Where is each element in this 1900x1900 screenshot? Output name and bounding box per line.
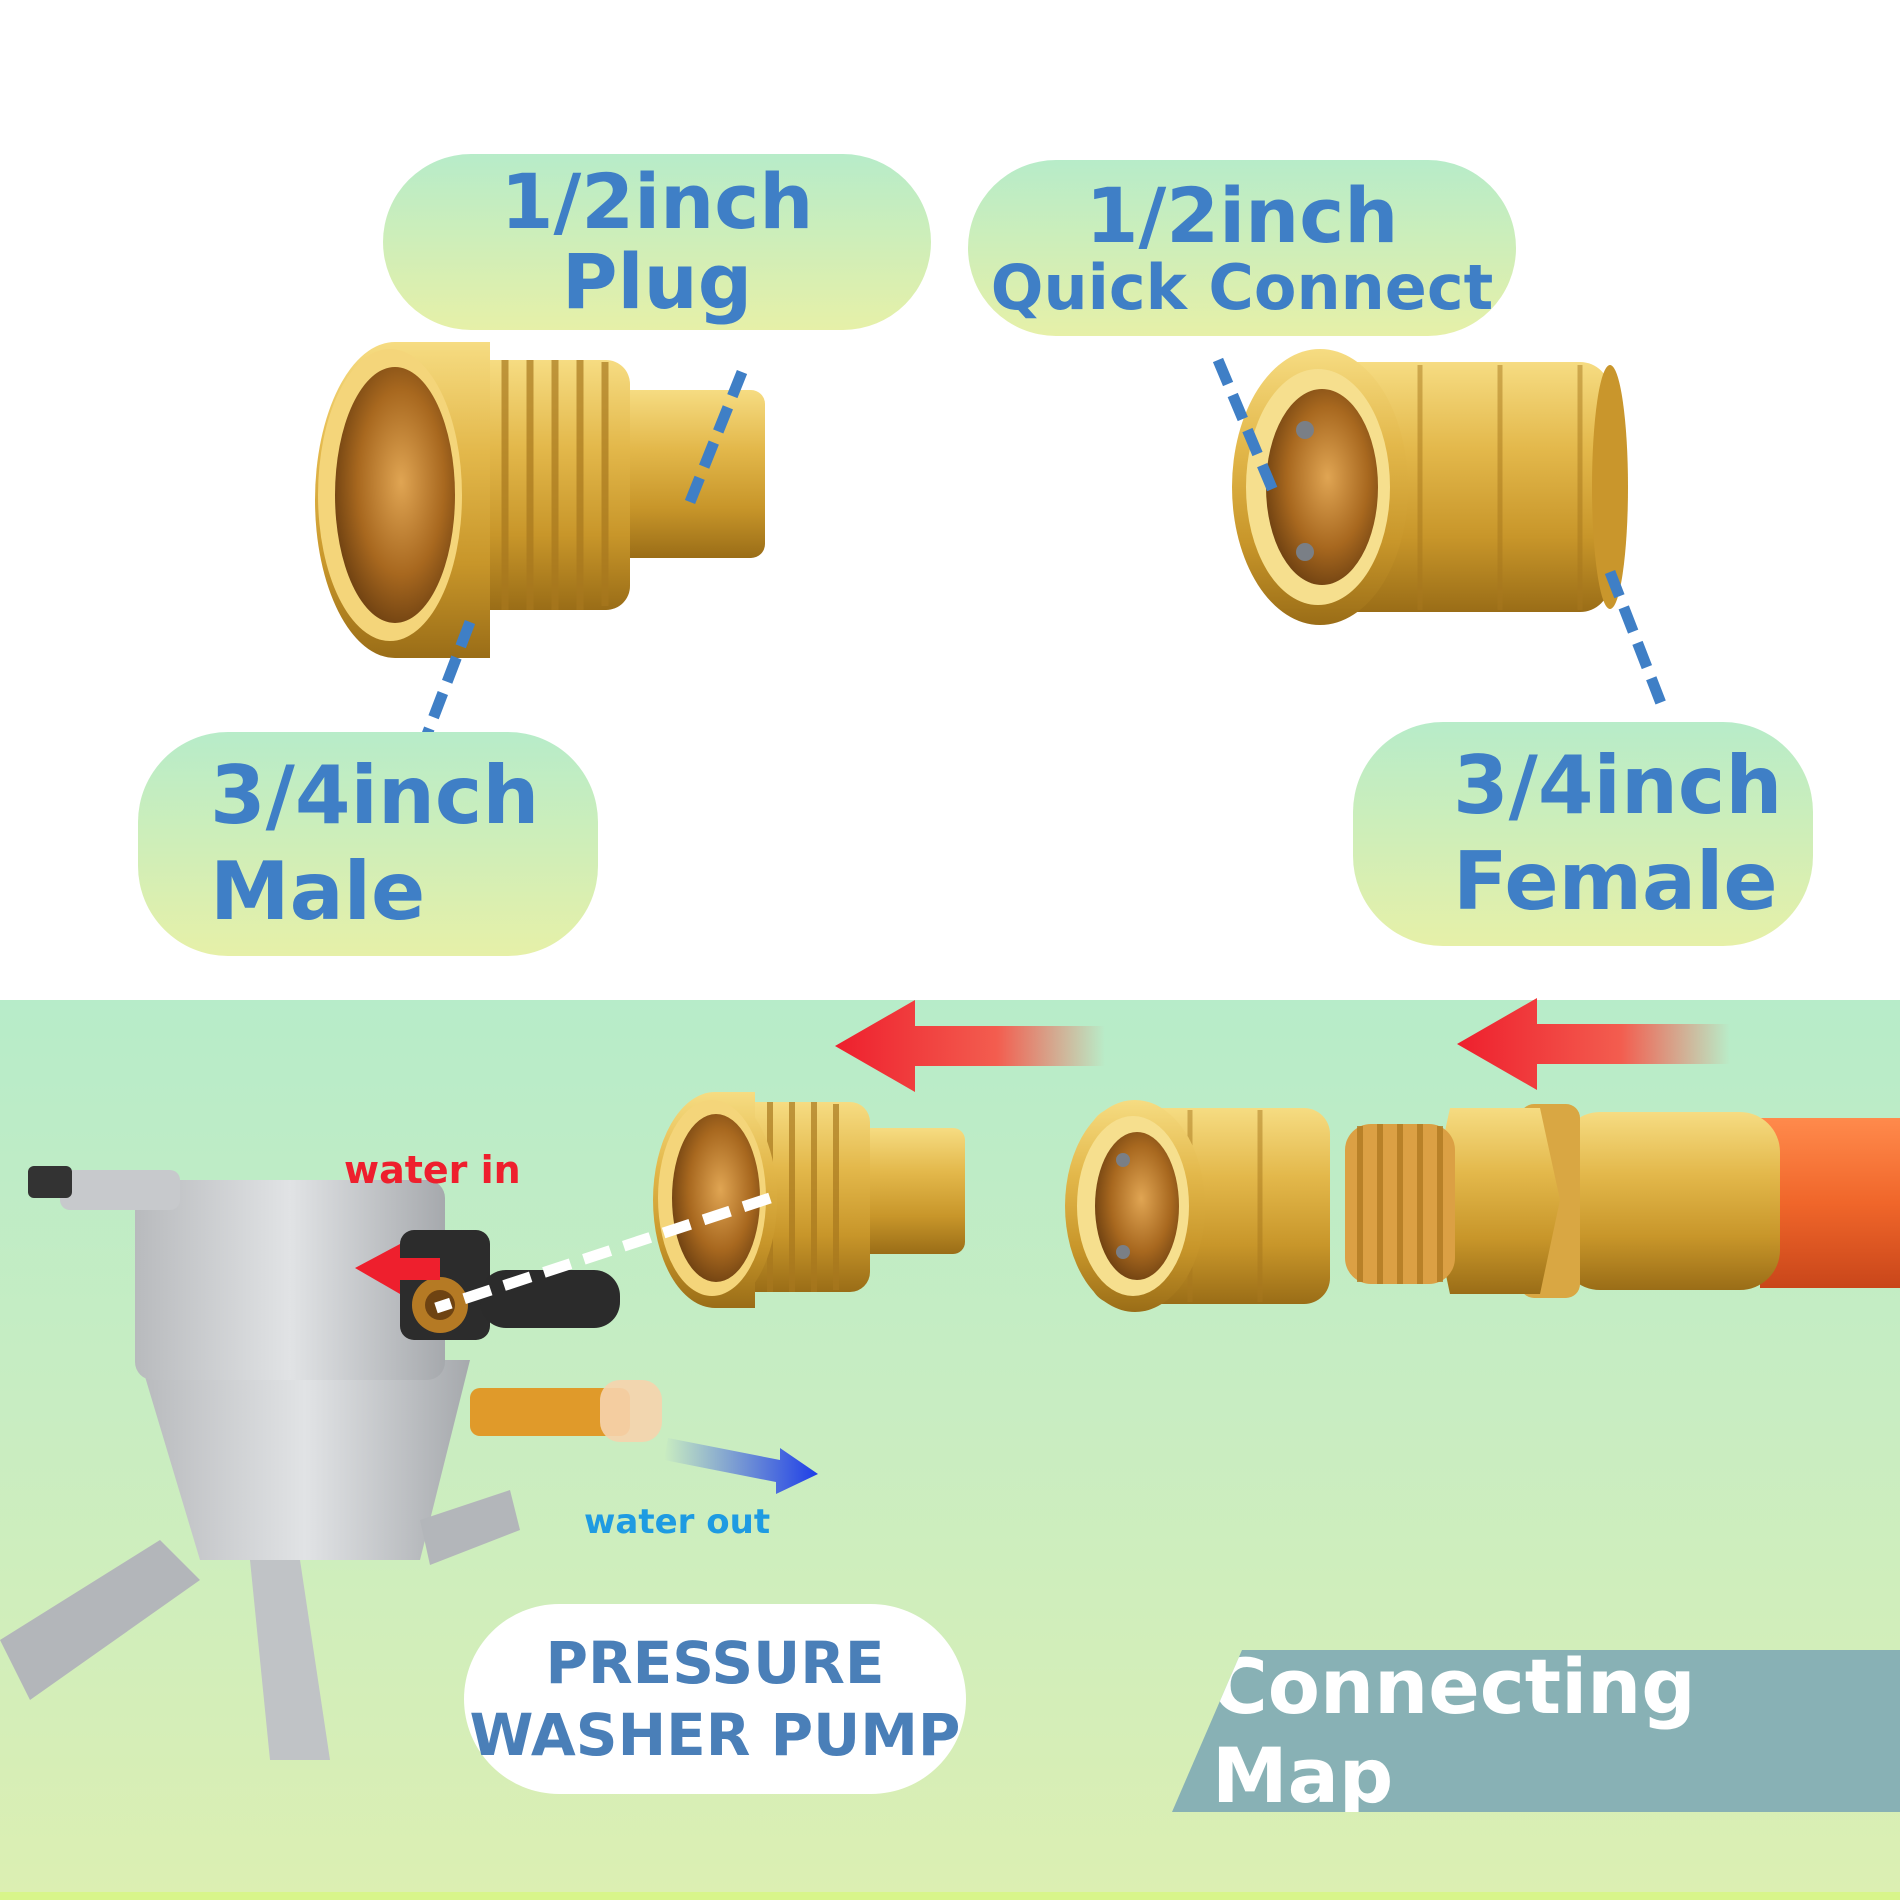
pump-label-line2: WASHER PUMP [469, 1701, 961, 1769]
pump-label-line1: PRESSURE [545, 1628, 885, 1697]
plug-size-label: 1/2inch Plug [383, 154, 931, 330]
plug-size-text: 1/2inch [500, 157, 814, 247]
connection-dashed-line [434, 1192, 772, 1314]
male-plug-adapter-image [315, 342, 765, 658]
female-type-text: Female [1453, 835, 1778, 928]
water-out-arrow [664, 1438, 818, 1494]
male-thread-label: 3/4inch Male [138, 732, 598, 956]
plug-type-text: Plug [561, 237, 753, 326]
male-size-text: 3/4inch [210, 749, 540, 842]
female-thread-label: 3/4inch Female [1353, 722, 1813, 946]
pressure-washer-pump-image [0, 1166, 662, 1760]
bottom-male-plug-image [653, 1092, 965, 1308]
water-in-label: water in [344, 1148, 521, 1192]
bottom-edge-stripe [0, 1892, 1900, 1900]
flow-arrow-left [835, 1000, 1105, 1092]
water-out-label: water out [584, 1502, 771, 1542]
quick-connect-size-text: 1/2inch [1085, 170, 1399, 260]
quick-connect-size-label: 1/2inch Quick Connect [968, 160, 1516, 336]
connecting-map-banner: Connecting Map [1172, 1650, 1900, 1812]
hose-fitting-image [1345, 1104, 1900, 1298]
quick-connect-coupler-image [1232, 349, 1628, 625]
flow-arrow-right [1457, 998, 1730, 1090]
female-size-text: 3/4inch [1453, 739, 1783, 832]
quick-connect-type-text: Quick Connect [990, 251, 1494, 325]
bottom-quick-connect-image [1065, 1100, 1330, 1312]
male-type-text: Male [210, 845, 426, 938]
connecting-map-title: Connecting Map [1212, 1642, 1696, 1820]
pump-label: PRESSURE WASHER PUMP [464, 1604, 966, 1794]
